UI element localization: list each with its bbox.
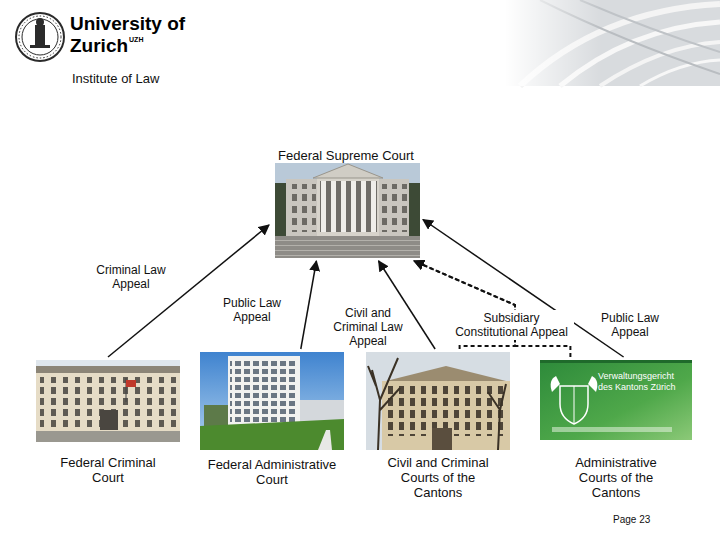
appeal-arrow: [379, 261, 436, 349]
court-caption: Administrative Courts of the Cantons: [569, 455, 664, 500]
administrative-court-photo: [200, 352, 344, 450]
university-seal: [16, 13, 64, 61]
cantonal-court-photo: [366, 352, 510, 450]
dashed-appeal-arrow: [414, 261, 570, 357]
page-number: Page 23: [613, 514, 650, 526]
court-node: Federal Administrative Court: [200, 352, 344, 489]
appeal-label: Public Law Appeal: [598, 311, 662, 339]
wordmark-superscript: UZH: [129, 36, 143, 43]
court-caption: Federal Supreme Court: [272, 148, 420, 163]
appeal-arrow: [301, 261, 317, 349]
appeal-label: Subsidiary Constitutional Appeal: [449, 310, 574, 340]
university-wordmark: University of ZurichUZH: [70, 13, 198, 57]
supreme-court-photo: [275, 163, 420, 258]
court-node-top: Federal Supreme Court: [272, 148, 420, 258]
appeal-label: Public Law Appeal: [218, 296, 286, 324]
cantonal-administrative-sign: [540, 360, 692, 440]
court-caption: Federal Administrative Court: [205, 457, 340, 487]
wordmark-name: University of Zurich: [70, 13, 185, 56]
appeal-arrow: [108, 225, 269, 357]
header-photo: [505, 0, 720, 86]
appeal-label: Civil and Criminal Law Appeal: [328, 306, 408, 348]
sign-text: Verwaltungsgericht des Kantons Zürich: [598, 371, 688, 393]
court-caption: Federal Criminal Court: [53, 455, 163, 485]
appeal-arrow: [423, 220, 624, 358]
court-node: Federal Criminal Court: [36, 360, 180, 487]
court-caption: Civil and Criminal Courts of the Cantons: [381, 455, 496, 500]
institute-name: Institute of Law: [72, 71, 159, 86]
criminal-court-photo: [36, 360, 180, 442]
appeal-label: Criminal Law Appeal: [91, 263, 171, 291]
court-node: Civil and Criminal Courts of the Cantons: [366, 352, 510, 502]
court-node: Administrative Courts of the Cantons: [540, 360, 692, 502]
